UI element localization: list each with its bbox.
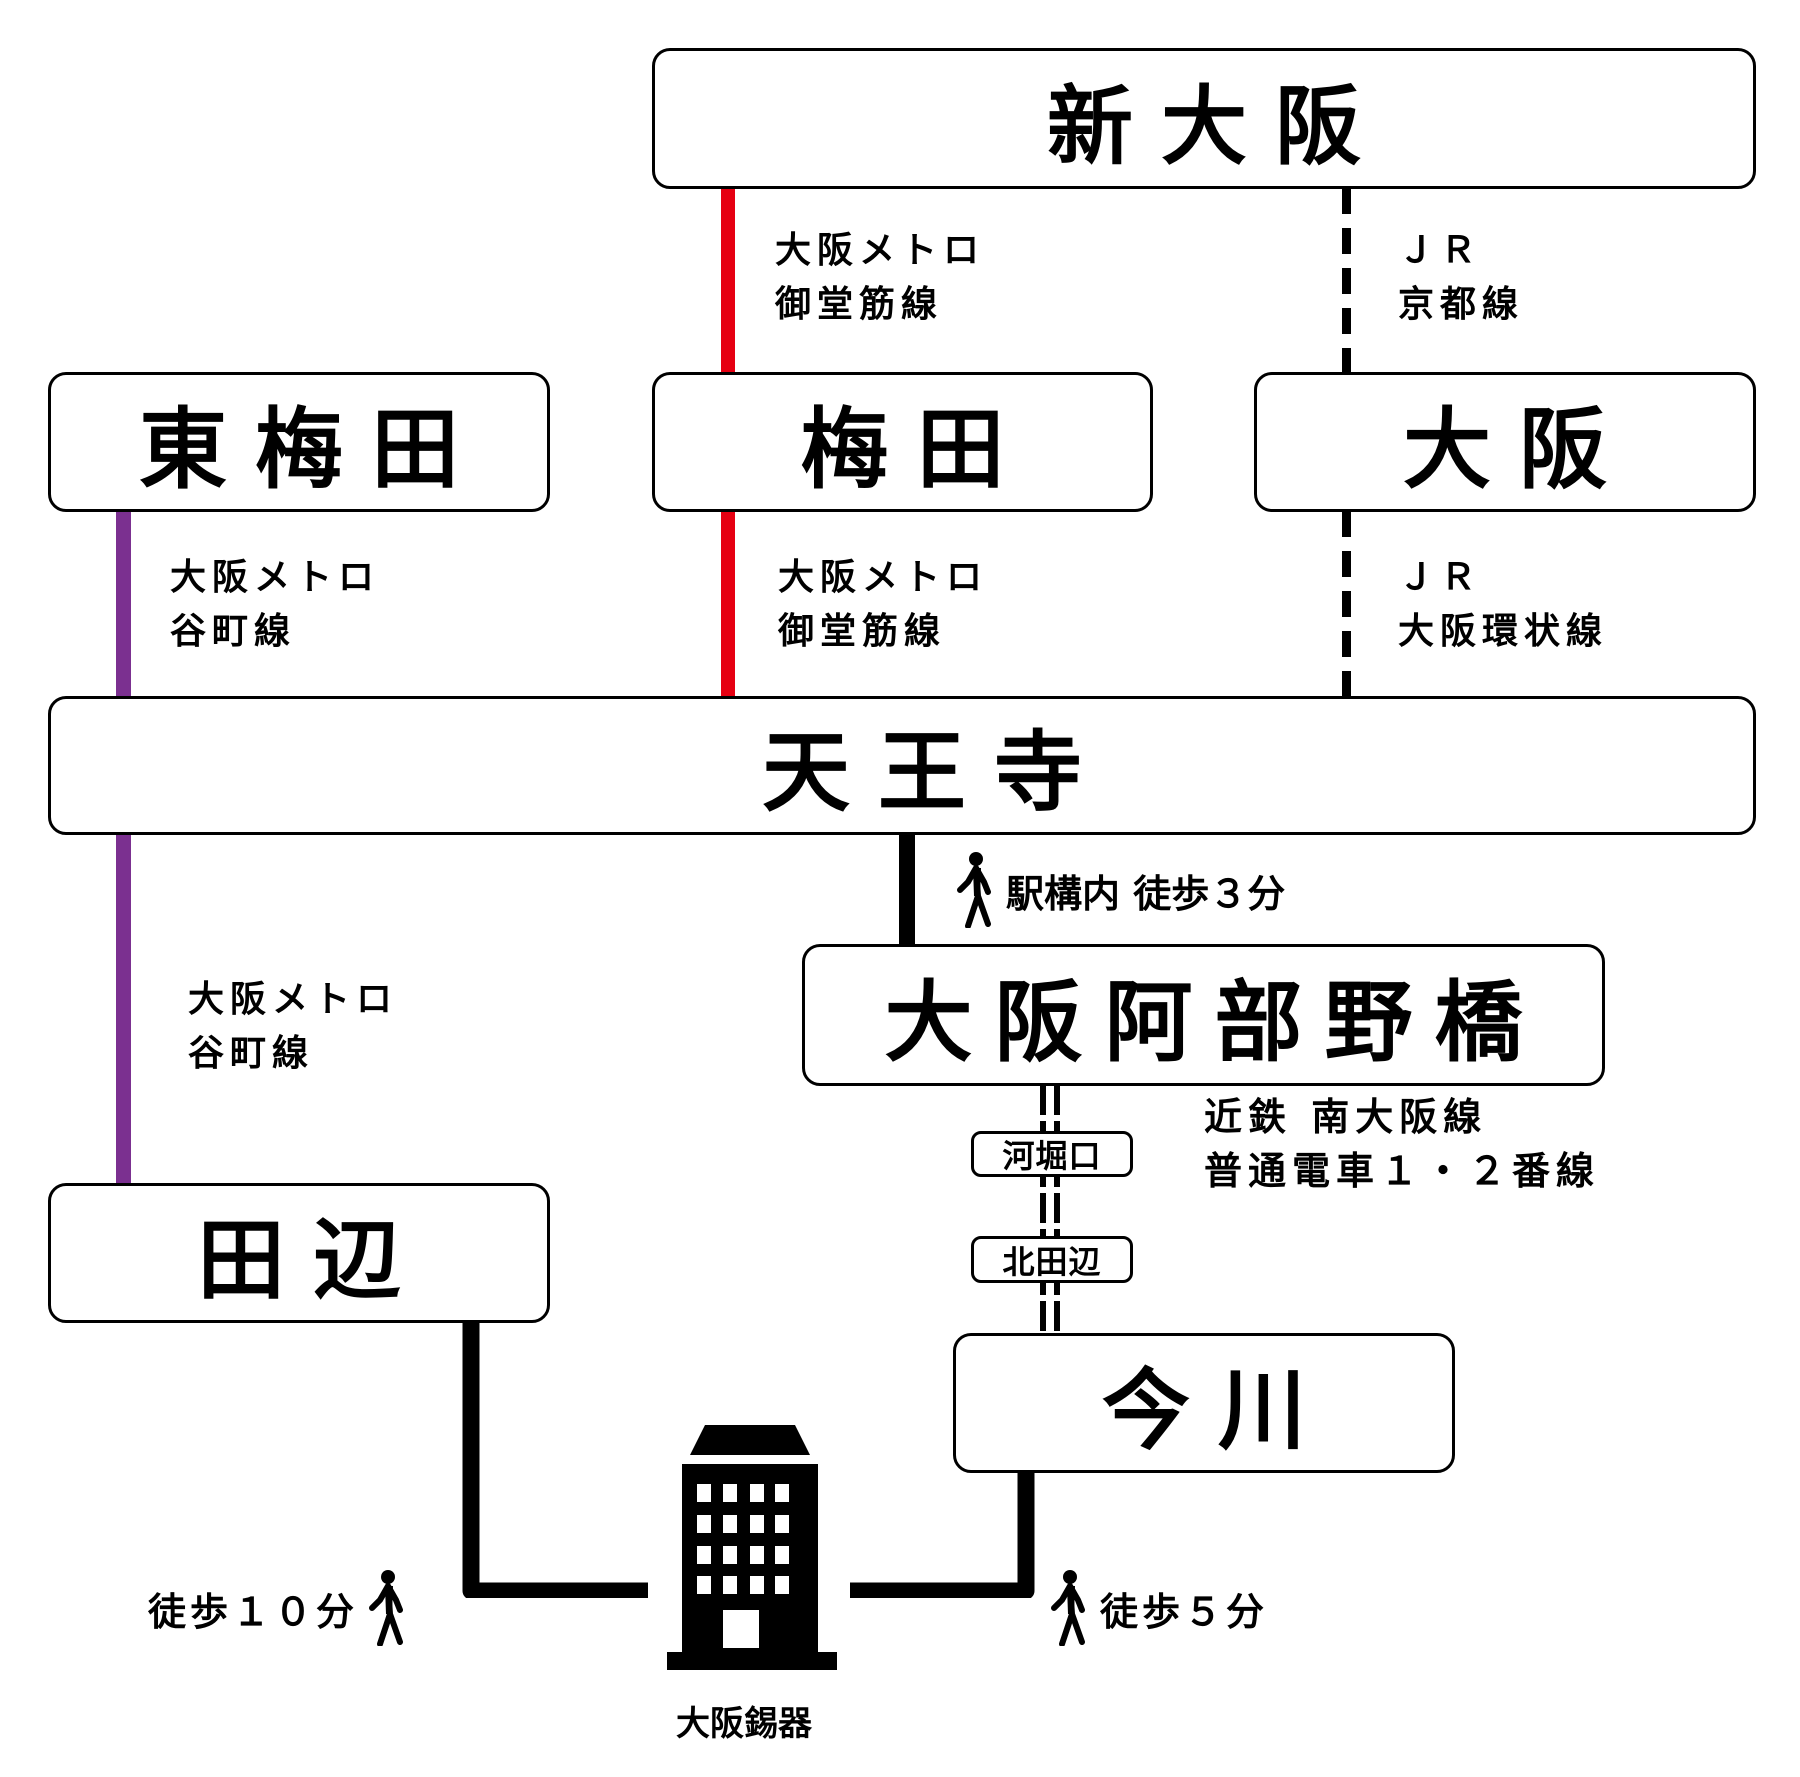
line-operator: ＪＲ bbox=[1398, 230, 1483, 271]
midosuji-line-upper bbox=[721, 186, 735, 374]
label-jr-kyoto: ＪＲ 京都線 bbox=[1398, 224, 1524, 332]
line-name: 御堂筋線 bbox=[778, 611, 947, 652]
label-kintetsu: 近鉄 南大阪線 普通電車１・２番線 bbox=[1204, 1090, 1600, 1198]
line-operator: ＪＲ bbox=[1398, 557, 1483, 598]
line-operator: 近鉄 南大阪線 bbox=[1204, 1095, 1488, 1139]
line-name: 谷町線 bbox=[188, 1033, 315, 1074]
kintetsu-line bbox=[1040, 1085, 1060, 1335]
label-jr-loop: ＪＲ 大阪環状線 bbox=[1398, 551, 1608, 659]
walk-from-tanabe-text: 徒歩１０分 bbox=[148, 1589, 359, 1634]
line-operator: 大阪メトロ bbox=[188, 979, 399, 1020]
station-kawahoriguchi: 河堀口 bbox=[971, 1131, 1133, 1177]
label-midosuji-upper: 大阪メトロ 御堂筋線 bbox=[775, 224, 985, 332]
walk-from-tanabe: 徒歩１０分 bbox=[148, 1570, 408, 1646]
line-operator: 大阪メトロ bbox=[775, 230, 986, 271]
transfer-connector bbox=[899, 832, 915, 946]
building-icon bbox=[667, 1425, 837, 1670]
walk-from-imagawa-text: 徒歩５分 bbox=[1100, 1589, 1269, 1634]
transfer-walk: 駅構内 徒歩３分 bbox=[956, 852, 1285, 928]
label-midosuji-lower: 大阪メトロ 御堂筋線 bbox=[778, 551, 988, 659]
station-kitatanabe: 北田辺 bbox=[971, 1236, 1133, 1283]
tanimachi-line-lower bbox=[116, 832, 131, 1185]
jr-kyoto-line bbox=[1342, 188, 1351, 372]
label-tanimachi-upper: 大阪メトロ 谷町線 bbox=[170, 551, 380, 659]
walking-person-icon bbox=[1051, 1570, 1085, 1646]
station-shin-osaka: 新大阪 bbox=[652, 48, 1756, 189]
line-name: 京都線 bbox=[1398, 284, 1525, 325]
station-higashi-umeda: 東梅田 bbox=[48, 372, 550, 512]
destination-name: 大阪錫器 bbox=[676, 1704, 812, 1744]
label-tanimachi-lower: 大阪メトロ 谷町線 bbox=[188, 973, 398, 1081]
walk-path-tanabe bbox=[462, 1318, 648, 1598]
transfer-walk-text: 駅構内 徒歩３分 bbox=[1006, 871, 1286, 916]
jr-loop-line bbox=[1342, 511, 1351, 696]
walking-person-icon bbox=[369, 1570, 404, 1646]
station-osaka: 大阪 bbox=[1254, 372, 1756, 512]
walking-person-icon bbox=[957, 852, 991, 928]
line-operator: 大阪メトロ bbox=[170, 557, 381, 598]
midosuji-line-lower bbox=[721, 509, 735, 698]
tanimachi-line-upper bbox=[116, 509, 131, 698]
station-imagawa: 今川 bbox=[953, 1333, 1455, 1473]
line-name: 谷町線 bbox=[170, 611, 297, 652]
line-name: 御堂筋線 bbox=[775, 284, 944, 325]
station-osaka-abenobashi: 大阪阿部野橋 bbox=[802, 944, 1605, 1086]
station-tanabe: 田辺 bbox=[48, 1183, 550, 1323]
walk-path-imagawa bbox=[850, 1468, 1035, 1598]
line-operator: 大阪メトロ bbox=[778, 557, 989, 598]
station-tennoji: 天王寺 bbox=[48, 696, 1756, 835]
station-umeda: 梅田 bbox=[652, 372, 1153, 512]
line-name: 普通電車１・２番線 bbox=[1204, 1149, 1601, 1193]
line-name: 大阪環状線 bbox=[1398, 611, 1609, 652]
walk-from-imagawa: 徒歩５分 bbox=[1050, 1570, 1268, 1646]
